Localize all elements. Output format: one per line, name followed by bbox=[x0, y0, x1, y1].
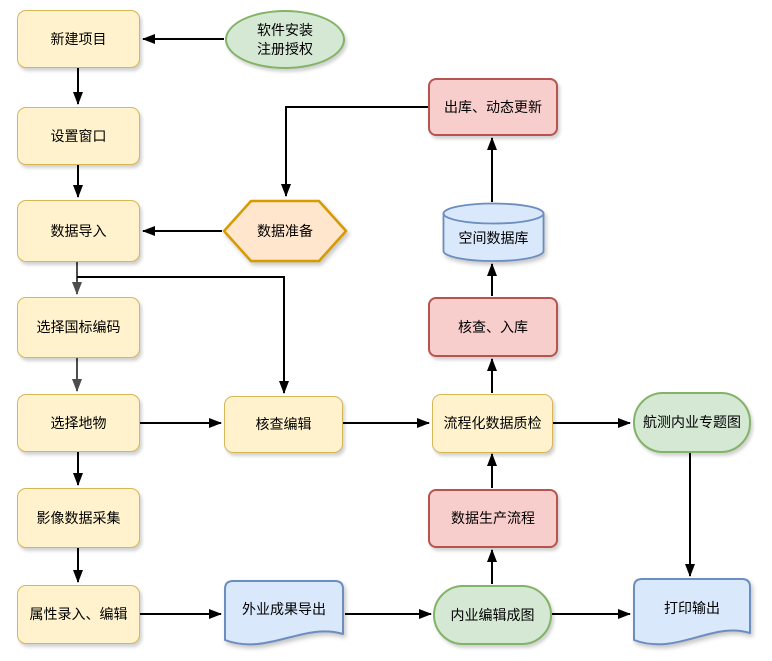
node-check-storage[interactable]: 核查、入库 bbox=[428, 297, 558, 357]
node-field-export[interactable]: 外业成果导出 bbox=[223, 580, 345, 648]
node-check-edit[interactable]: 核查编辑 bbox=[224, 396, 343, 453]
hexagon-shape bbox=[222, 199, 348, 263]
node-label: 内业编辑成图 bbox=[450, 606, 535, 623]
node-label: 流程化数据质检 bbox=[443, 415, 542, 432]
node-label: 外业成果导出 bbox=[242, 600, 326, 617]
node-label: 航测内业专题图 bbox=[643, 414, 741, 431]
node-software-install[interactable]: 软件安装 注册授权 bbox=[225, 10, 345, 69]
document-shape bbox=[224, 580, 344, 646]
node-spatial-db[interactable]: 空间数据库 bbox=[442, 202, 545, 263]
node-aerial-thematic[interactable]: 航测内业专题图 bbox=[633, 392, 751, 453]
cylinder-shape bbox=[442, 202, 545, 262]
node-select-gb-code[interactable]: 选择国标编码 bbox=[17, 297, 140, 358]
node-data-import[interactable]: 数据导入 bbox=[17, 200, 140, 262]
node-attr-edit[interactable]: 属性录入、编辑 bbox=[17, 585, 140, 644]
node-label: 属性录入、编辑 bbox=[29, 606, 128, 623]
node-label: 核查编辑 bbox=[255, 416, 312, 433]
node-new-project[interactable]: 新建项目 bbox=[17, 10, 140, 68]
node-label: 选择国标编码 bbox=[36, 319, 121, 336]
node-label: 影像数据采集 bbox=[36, 509, 121, 526]
node-quality-check[interactable]: 流程化数据质检 bbox=[432, 394, 553, 453]
node-label: 软件安装 注册授权 bbox=[257, 22, 313, 57]
node-label: 核查、入库 bbox=[458, 318, 528, 335]
node-select-feature[interactable]: 选择地物 bbox=[17, 394, 140, 452]
node-set-window[interactable]: 设置窗口 bbox=[17, 107, 140, 165]
node-label: 设置窗口 bbox=[50, 127, 107, 144]
node-label: 新建项目 bbox=[50, 30, 107, 47]
node-indoor-mapping[interactable]: 内业编辑成图 bbox=[433, 585, 552, 645]
node-label: 打印输出 bbox=[664, 599, 720, 616]
node-label: 选择地物 bbox=[50, 414, 107, 431]
node-label: 数据生产流程 bbox=[451, 510, 535, 527]
node-label: 数据导入 bbox=[50, 222, 107, 239]
node-production-flow[interactable]: 数据生产流程 bbox=[428, 489, 558, 548]
node-image-collect[interactable]: 影像数据采集 bbox=[17, 488, 140, 548]
arrow-data-import-to-check-edit bbox=[77, 276, 289, 394]
node-export-update[interactable]: 出库、动态更新 bbox=[428, 78, 558, 136]
document-shape bbox=[633, 578, 751, 646]
node-print-output[interactable]: 打印输出 bbox=[632, 578, 752, 648]
node-label: 数据准备 bbox=[257, 222, 313, 239]
arrow-export-update-to-data-prepare bbox=[281, 106, 428, 197]
node-data-prepare[interactable]: 数据准备 bbox=[222, 199, 348, 263]
node-label: 空间数据库 bbox=[458, 230, 529, 247]
node-label: 出库、动态更新 bbox=[444, 98, 542, 115]
